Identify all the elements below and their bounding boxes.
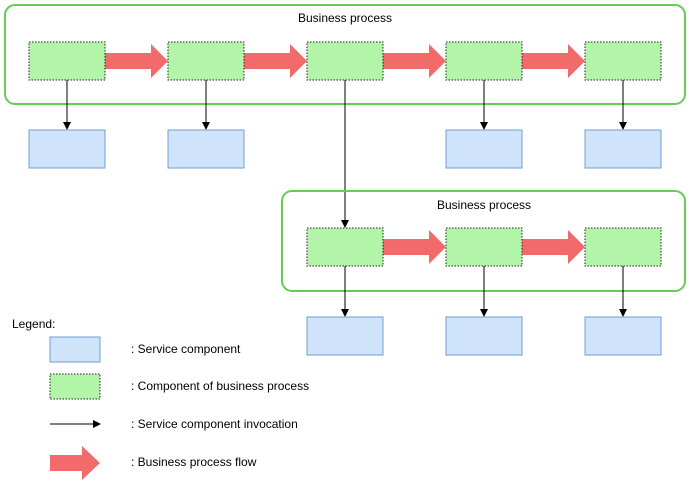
business-process-component: [445, 41, 523, 81]
service-component: [306, 316, 384, 356]
business-process-title-top: Business process: [298, 11, 392, 25]
service-component: [584, 316, 662, 356]
service-component: [445, 316, 523, 356]
business-flow-arrow: [244, 44, 307, 78]
business-process-component: [584, 227, 662, 267]
legend-label-service-component: : Service component: [131, 342, 241, 356]
service-component: [28, 129, 106, 169]
legend-label-invocation: : Service component invocation: [131, 417, 298, 431]
legend: Legend: : Service component : Component …: [12, 317, 309, 480]
service-component: [584, 129, 662, 169]
business-process-component: [28, 41, 106, 81]
business-flow-arrow: [383, 230, 446, 264]
business-process-component: [306, 227, 384, 267]
legend-label-flow: : Business process flow: [131, 455, 257, 469]
legend-swatch-flow-arrow: [50, 446, 100, 480]
service-component: [167, 129, 245, 169]
business-flow-arrow: [383, 44, 446, 78]
business-flow-arrow: [105, 44, 168, 78]
business-process-component: [167, 41, 245, 81]
legend-label-business-component: : Component of business process: [131, 379, 309, 393]
business-flow-arrow: [522, 230, 585, 264]
business-process-component: [306, 41, 384, 81]
business-process-component: [584, 41, 662, 81]
legend-swatch-service-component: [49, 336, 101, 363]
business-process-component: [445, 227, 523, 267]
service-component: [445, 129, 523, 169]
legend-swatch-business-component: [49, 373, 101, 400]
business-process-title-bottom: Business process: [437, 198, 531, 212]
legend-title: Legend:: [12, 317, 55, 331]
business-flow-arrow: [522, 44, 585, 78]
